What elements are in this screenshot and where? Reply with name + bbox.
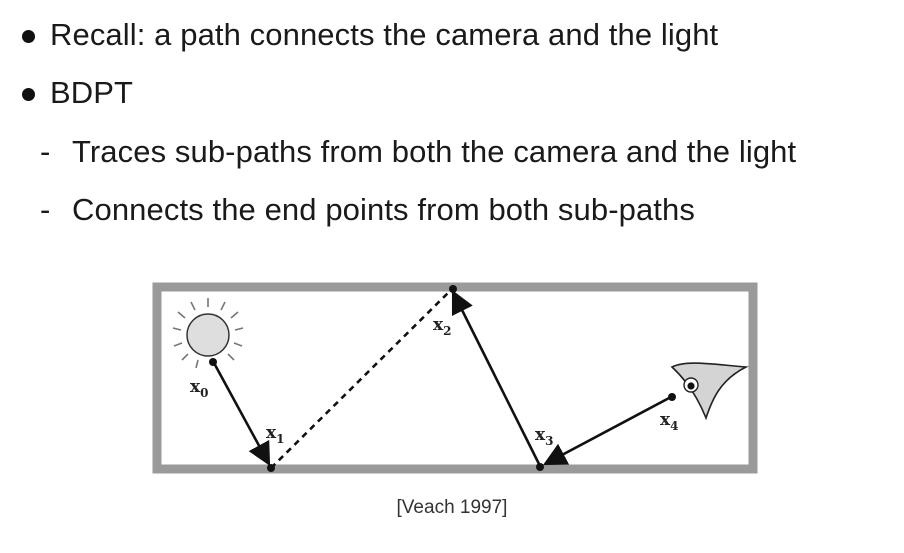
path-x1-x2-connection bbox=[270, 288, 453, 469]
path-x4-x3 bbox=[542, 395, 672, 466]
subbullet-traces: Traces sub-paths from both the camera an… bbox=[72, 134, 797, 169]
path-x0-x1 bbox=[212, 362, 271, 467]
vertex-x4 bbox=[668, 393, 676, 401]
label-x3: x3 bbox=[535, 425, 554, 448]
bullet-dot-icon bbox=[22, 30, 35, 43]
eye-icon bbox=[670, 362, 749, 421]
scene-frame bbox=[152, 282, 758, 474]
bullet-bdpt: BDPT bbox=[50, 75, 134, 110]
label-x2: x2 bbox=[433, 315, 452, 338]
subbullet-marker: - bbox=[40, 192, 51, 227]
subbullet-connects: Connects the end points from both sub-pa… bbox=[72, 192, 695, 227]
sun-icon bbox=[172, 298, 244, 369]
subbullet-marker: - bbox=[40, 134, 51, 169]
vertex-x2 bbox=[449, 285, 457, 293]
label-x4: x4 bbox=[660, 410, 679, 433]
label-x0: x0 bbox=[190, 377, 209, 400]
bdpt-path-diagram: x0 x1 x2 x3 x4 bbox=[152, 282, 758, 474]
bullet-dot-icon bbox=[22, 88, 35, 101]
vertex-x0 bbox=[209, 358, 217, 366]
figure-caption: [Veach 1997] bbox=[396, 497, 508, 518]
vertex-x3 bbox=[536, 463, 544, 471]
bullet-recall: Recall: a path connects the camera and t… bbox=[50, 17, 719, 52]
label-x1: x1 bbox=[266, 423, 285, 446]
path-x3-x2 bbox=[451, 289, 542, 467]
vertex-x1 bbox=[267, 464, 275, 472]
